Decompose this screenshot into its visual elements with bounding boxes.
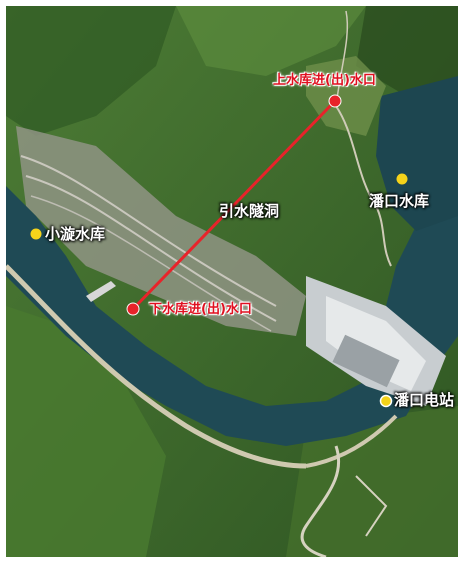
panko-power-station-point xyxy=(379,394,393,408)
lower-reservoir-label: 下水库进(出)水口 xyxy=(149,302,252,317)
satellite-terrain xyxy=(6,6,458,557)
xiaoxuan-reservoir-label: 小漩水库 xyxy=(45,225,106,243)
panko-power-station-label: 潘口电站 xyxy=(394,391,455,409)
panko-reservoir-label: 潘口水库 xyxy=(369,192,430,210)
upper-reservoir-label: 上水库进(出)水口 xyxy=(273,73,376,88)
satellite-map[interactable]: 上水库进(出)水口 下水库进(出)水口 引水隧洞 潘口水库 小漩水库 潘口电站 xyxy=(6,6,458,557)
upper-reservoir-point xyxy=(328,94,342,108)
diversion-tunnel-label: 引水隧洞 xyxy=(219,202,280,220)
diversion-tunnel-line xyxy=(131,99,337,311)
panko-reservoir-point xyxy=(396,173,408,185)
lower-reservoir-point xyxy=(126,302,140,316)
xiaoxuan-reservoir-point xyxy=(30,228,42,240)
